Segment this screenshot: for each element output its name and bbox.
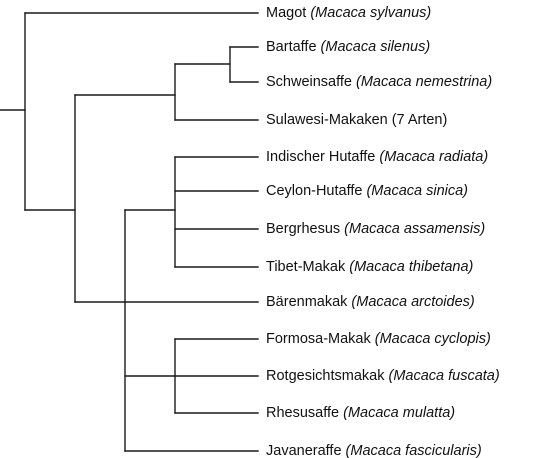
taxon-label: Tibet-Makak (Macaca thibetana) — [266, 259, 473, 275]
scientific-name: (Macaca cyclopis) — [371, 331, 491, 347]
common-name: Indischer Hutaffe — [266, 149, 375, 165]
scientific-name: (Macaca nemestrina) — [352, 74, 492, 90]
taxon-label: Ceylon-Hutaffe (Macaca sinica) — [266, 183, 468, 199]
common-name: Schweinsaffe — [266, 74, 352, 90]
scientific-name: (Macaca fascicularis) — [342, 443, 482, 458]
taxon-label: Indischer Hutaffe (Macaca radiata) — [266, 149, 488, 165]
common-name: Formosa-Makak — [266, 331, 371, 347]
common-name: Rotgesichtsmakak — [266, 368, 385, 384]
common-name: Tibet-Makak — [266, 259, 346, 275]
taxon-label: Rhesusaffe (Macaca mulatta) — [266, 405, 455, 421]
taxon-label: Sulawesi-Makaken (7 Arten) — [266, 112, 447, 128]
scientific-name: (Macaca arctoides) — [347, 294, 474, 310]
taxon-label: Javaneraffe (Macaca fascicularis) — [266, 443, 482, 458]
scientific-name: (Macaca sylvanus) — [306, 5, 431, 21]
taxon-label: Bärenmakak (Macaca arctoides) — [266, 294, 475, 310]
scientific-name: (Macaca silenus) — [317, 39, 431, 55]
scientific-name: (Macaca sinica) — [362, 183, 468, 199]
taxon-label: Schweinsaffe (Macaca nemestrina) — [266, 74, 492, 90]
scientific-name: (Macaca mulatta) — [339, 405, 455, 421]
common-name: Javaneraffe — [266, 443, 342, 458]
taxon-label: Magot (Macaca sylvanus) — [266, 5, 431, 21]
tree-branches — [0, 12, 259, 452]
common-name: Bärenmakak — [266, 294, 348, 310]
common-name: Sulawesi-Makaken (7 Arten) — [266, 112, 447, 128]
taxon-labels: Magot (Macaca sylvanus) Bartaffe (Macaca … — [266, 5, 500, 458]
common-name: Rhesusaffe — [266, 405, 339, 421]
taxon-label: Formosa-Makak (Macaca cyclopis) — [266, 331, 491, 347]
scientific-name: (Macaca assamensis) — [340, 221, 485, 237]
taxon-label: Bergrhesus (Macaca assamensis) — [266, 221, 485, 237]
scientific-name: (Macaca thibetana) — [345, 259, 473, 275]
common-name: Bartaffe — [266, 39, 317, 55]
common-name: Magot — [266, 5, 306, 21]
scientific-name: (Macaca radiata) — [375, 149, 488, 165]
scientific-name: (Macaca fuscata) — [384, 368, 499, 384]
common-name: Bergrhesus — [266, 221, 340, 237]
taxon-label: Bartaffe (Macaca silenus) — [266, 39, 430, 55]
common-name: Ceylon-Hutaffe — [266, 183, 362, 199]
taxon-label: Rotgesichtsmakak (Macaca fuscata) — [266, 368, 500, 384]
